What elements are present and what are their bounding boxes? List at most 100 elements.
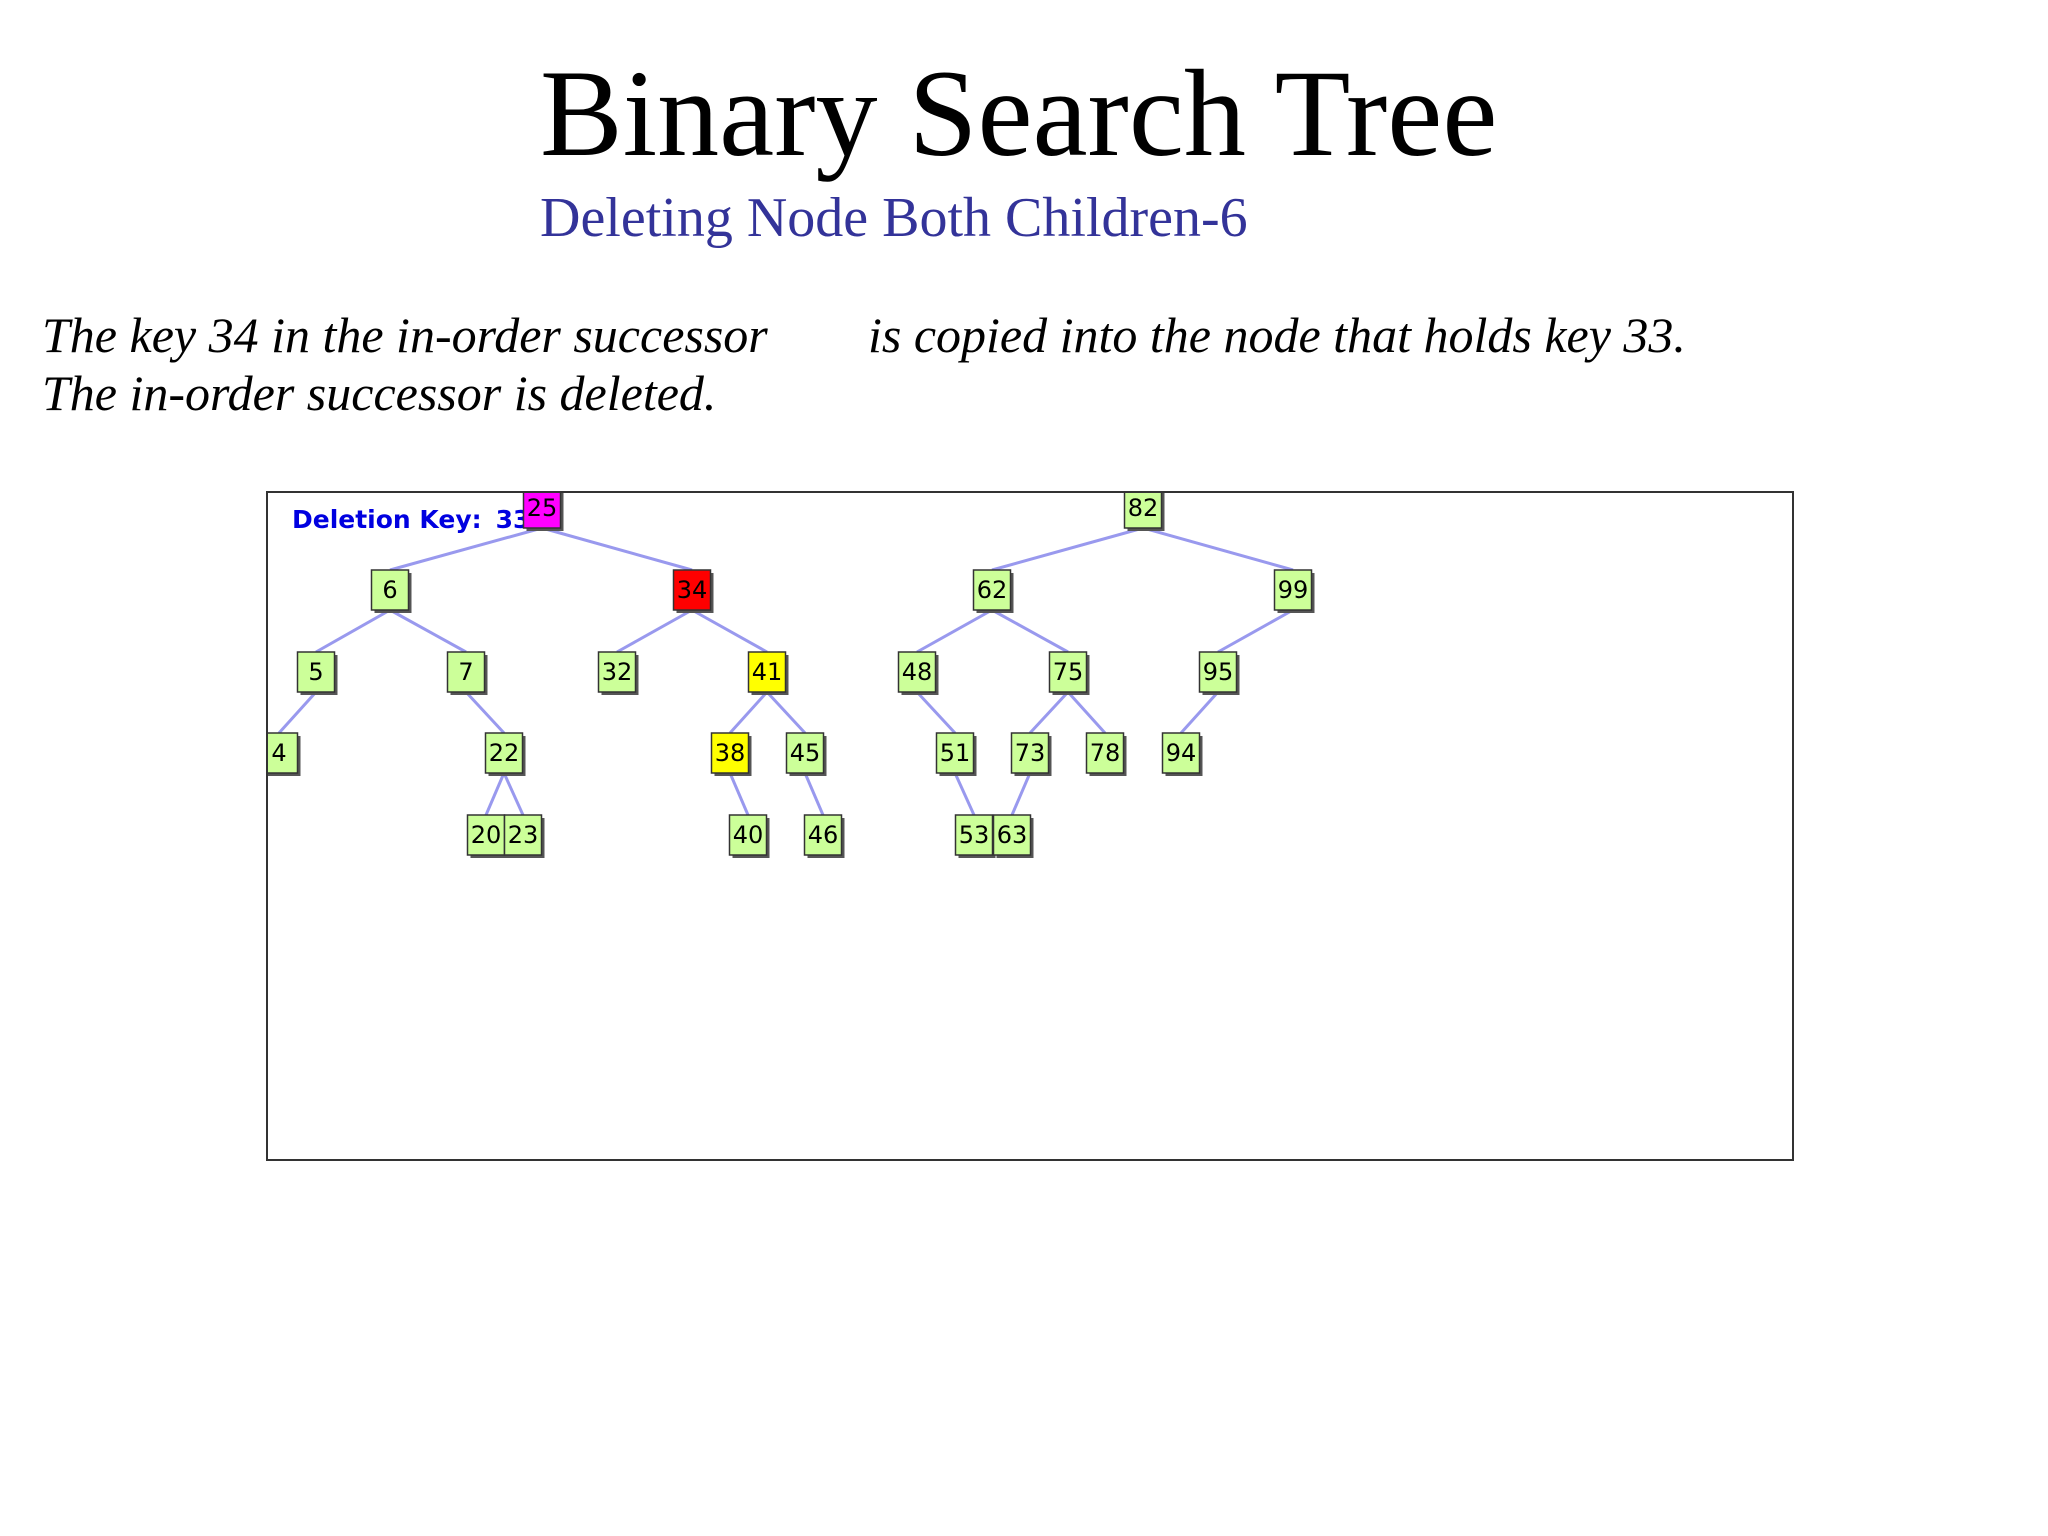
tree-node-key: 32: [602, 658, 633, 686]
tree-node-82: 82: [1123, 493, 1165, 531]
tree-edges: [277, 526, 1294, 816]
tree-edge-6-5: [315, 608, 391, 654]
tree-diagram: 4725826346299573241487595422384551737894…: [268, 493, 1315, 858]
tree-node-key: 40: [733, 821, 764, 849]
tree-node-key: 62: [977, 576, 1008, 604]
tree-edge-62-75: [991, 608, 1069, 654]
tree-node-box: [710, 732, 750, 774]
tree-node-box: [747, 651, 787, 693]
tree-node-4: 4: [268, 732, 301, 776]
tree-node-box: [897, 651, 937, 693]
tree-edge-25-34: [541, 526, 693, 572]
description-line1-part2: is copied into the node that holds key 3…: [868, 307, 1686, 363]
tree-edge-41-38: [728, 690, 769, 735]
tree-node-box: [522, 493, 562, 529]
tree-node-box: [370, 569, 410, 611]
tree-node-6: 6: [370, 569, 412, 613]
page-title: Binary Search Tree: [540, 45, 1498, 182]
tree-node-box: [672, 569, 712, 611]
tree-node-key: 7: [458, 658, 473, 686]
tree-node-key: 99: [1278, 576, 1309, 604]
tree-node-key: 25: [527, 494, 558, 522]
tree-node-94: 94: [1161, 732, 1203, 776]
tree-node-51: 51: [935, 732, 977, 776]
tree-node-box: [446, 651, 486, 693]
tree-node-box: [1010, 732, 1050, 774]
tree-node-box: [935, 732, 975, 774]
tree-node-box: [1161, 732, 1201, 774]
tree-node-box: [803, 814, 843, 856]
tree-node-box: [954, 814, 994, 856]
tree-edge-75-78: [1066, 690, 1107, 735]
tree-edge-34-41: [691, 608, 768, 654]
tree-node-78: 78: [1085, 732, 1127, 776]
tree-edge-48-51: [915, 690, 957, 735]
tree-node-key: 73: [1015, 739, 1046, 767]
tree-node-key: 23: [508, 821, 539, 849]
tree-edge-41-45: [765, 690, 807, 735]
tree-edge-38-40: [728, 772, 750, 816]
tree-node-key: 94: [1166, 739, 1197, 767]
tree-node-key: 41: [752, 658, 783, 686]
tree-node-23: 23: [503, 814, 545, 858]
tree-node-46: 46: [803, 814, 845, 858]
tree-node-key: 6: [382, 576, 397, 604]
tree-node-box: [268, 732, 299, 774]
tree-edge-51-53: [953, 772, 976, 816]
tree-node-48: 48: [897, 651, 939, 695]
tree-edge-95-94: [1179, 690, 1220, 735]
tree-edge-75-73: [1028, 690, 1070, 735]
description-line1-part1: The key 34 in the in-order successor: [42, 307, 768, 363]
tree-node-62: 62: [972, 569, 1014, 613]
tree-edge-99-95: [1217, 608, 1294, 654]
tree-edge-45-46: [803, 772, 825, 816]
tree-node-box: [484, 732, 524, 774]
description-line2: The in-order successor is deleted.: [42, 365, 717, 421]
tree-node-box: [1273, 569, 1313, 611]
tree-node-38: 38: [710, 732, 752, 776]
tree-node-box: [1048, 651, 1088, 693]
tree-panel: Deletion Key:33 472582634629957324148759…: [266, 491, 1794, 1161]
tree-node-key: 82: [1128, 494, 1159, 522]
tree-node-25: 25: [522, 493, 564, 531]
tree-node-20: 20: [466, 814, 508, 858]
tree-node-45: 45: [785, 732, 827, 776]
tree-node-key: 46: [808, 821, 839, 849]
tree-node-95: 95: [1198, 651, 1240, 695]
tree-node-34: 34: [672, 569, 714, 613]
tree-edge-22-23: [502, 772, 525, 816]
tree-node-box: [296, 651, 336, 693]
tree-node-box: [728, 814, 768, 856]
tree-node-key: 75: [1053, 658, 1084, 686]
tree-edge-82-99: [1142, 526, 1294, 572]
tree-node-box: [972, 569, 1012, 611]
tree-node-box: [785, 732, 825, 774]
tree-node-key: 53: [959, 821, 990, 849]
tree-node-box: [1085, 732, 1125, 774]
tree-node-key: 95: [1203, 658, 1234, 686]
tree-node-key: 45: [790, 739, 821, 767]
tree-node-box: [503, 814, 543, 856]
tree-node-key: 38: [715, 739, 746, 767]
tree-node-73: 73: [1010, 732, 1052, 776]
tree-node-22: 22: [484, 732, 526, 776]
tree-node-box: [1123, 493, 1163, 529]
tree-node-box: [992, 814, 1032, 856]
tree-edge-25-6: [389, 526, 543, 572]
tree-edge-82-62: [991, 526, 1144, 572]
tree-node-key: 78: [1090, 739, 1121, 767]
tree-node-key: 48: [902, 658, 933, 686]
page-subtitle: Deleting Node Both Children-6: [540, 187, 1248, 249]
tree-node-box: [1198, 651, 1238, 693]
tree-edge-73-63: [1010, 772, 1032, 816]
tree-edge-5-4: [277, 690, 318, 735]
deletion-key-text: Deletion Key:: [292, 505, 482, 534]
tree-node-53: 53: [954, 814, 996, 858]
tree-edge-7-22: [464, 690, 506, 735]
tree-node-key: 63: [997, 821, 1028, 849]
tree-nodes: 4725826346299573241487595422384551737894…: [268, 493, 1315, 858]
tree-node-41: 41: [747, 651, 789, 695]
tree-edge-62-48: [916, 608, 993, 654]
tree-node-40: 40: [728, 814, 770, 858]
tree-node-32: 32: [597, 651, 639, 695]
